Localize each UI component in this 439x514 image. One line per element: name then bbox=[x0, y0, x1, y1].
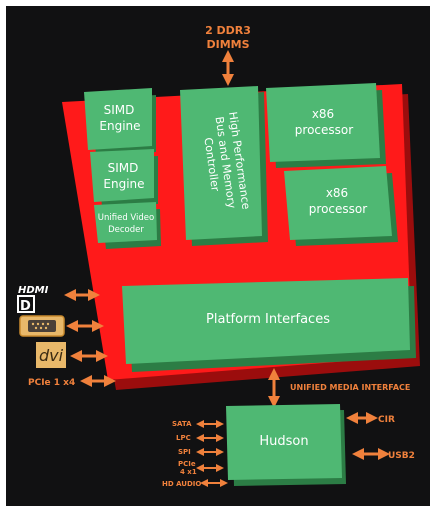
hudson-io-lpc: LPC bbox=[176, 434, 191, 442]
ddr3-label-line2: DIMMS bbox=[206, 38, 249, 51]
simd-engine-2-label-2: Engine bbox=[103, 177, 144, 191]
x86-processor-2 bbox=[284, 166, 392, 240]
video-decoder-label-2: Decoder bbox=[108, 225, 144, 235]
simd-engine-2-label-1: SIMD bbox=[108, 161, 139, 175]
hudson-io-hd-audio: HD AUDIO bbox=[162, 480, 201, 488]
x86-processor-1-label-1: x86 bbox=[312, 107, 334, 121]
x86-processor-1-label-2: processor bbox=[295, 123, 353, 137]
diagram-panel: 2 DDR3 DIMMS SIMD Engine SIMD Engine Uni… bbox=[6, 6, 430, 506]
x86-processor-2-label-1: x86 bbox=[326, 186, 348, 200]
video-decoder bbox=[94, 202, 157, 243]
hudson-io-spi: SPI bbox=[178, 448, 191, 456]
hudson-chip bbox=[226, 404, 342, 480]
platform-interfaces-label: Platform Interfaces bbox=[206, 312, 330, 327]
hudson-io-usb2: USB2 bbox=[388, 451, 415, 461]
hudson-io-pcie-lanes: 4 x1 bbox=[180, 468, 197, 476]
dvi-logo-icon: dvi bbox=[36, 342, 66, 368]
dvi-logo-text: dvi bbox=[39, 346, 64, 365]
vga-connector-icon bbox=[19, 315, 65, 337]
ddr3-label-line1: 2 DDR3 bbox=[205, 24, 251, 37]
simd-engine-1 bbox=[84, 88, 152, 150]
memory-controller bbox=[180, 86, 262, 240]
x86-processor-2-label-2: processor bbox=[309, 202, 367, 216]
simd-engine-2 bbox=[90, 149, 154, 202]
umi-label: UNIFIED MEDIA INTERFACE bbox=[290, 383, 410, 392]
simd-engine-1-label-2: Engine bbox=[99, 119, 140, 133]
hudson-label: Hudson bbox=[259, 434, 308, 449]
simd-engine-1-label-1: SIMD bbox=[104, 103, 135, 117]
hudson-io-pcie: PCIe bbox=[178, 460, 196, 468]
platform-interfaces bbox=[122, 278, 410, 364]
x86-processor-1 bbox=[266, 83, 380, 162]
video-decoder-label-1: Unified Video bbox=[98, 213, 154, 223]
displayport-logo-text: D bbox=[20, 299, 31, 314]
displayport-logo-icon: D bbox=[17, 295, 35, 314]
pcie-x4-label: PCIe 1 x4 bbox=[28, 378, 75, 388]
hdmi-logo-icon: HDMI bbox=[18, 285, 49, 296]
hudson-io-sata: SATA bbox=[172, 420, 192, 428]
hudson-io-cir: CIR bbox=[378, 415, 395, 425]
apu-block-diagram: 2 DDR3 DIMMS SIMD Engine SIMD Engine Uni… bbox=[17, 24, 420, 488]
